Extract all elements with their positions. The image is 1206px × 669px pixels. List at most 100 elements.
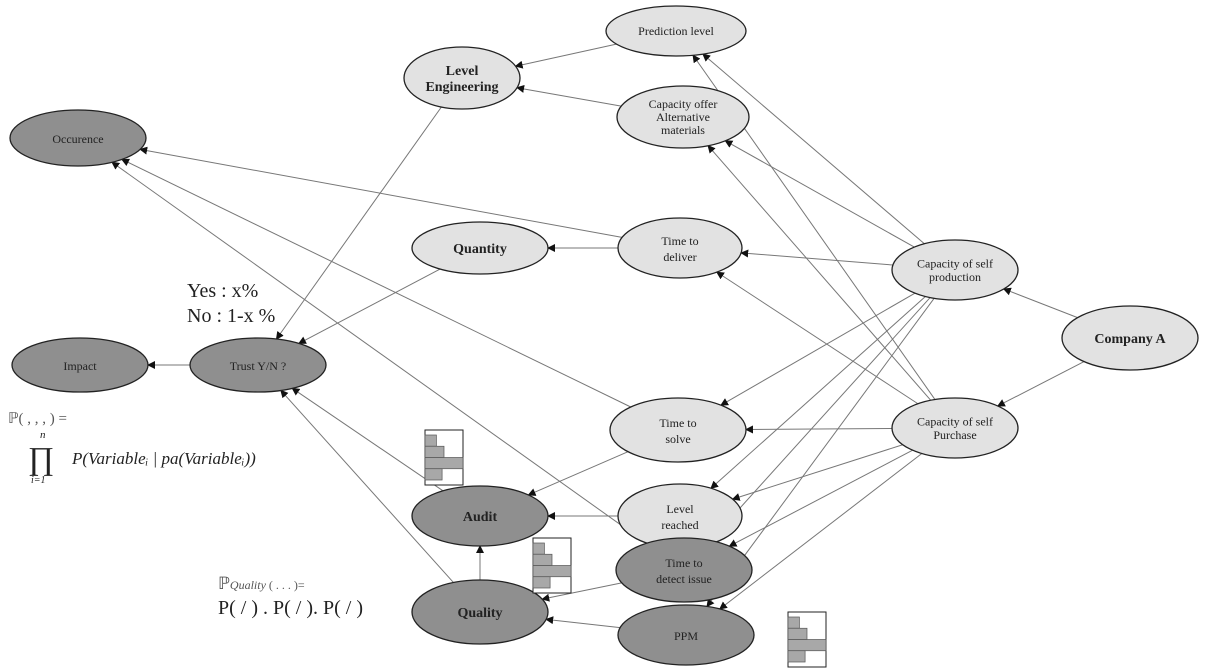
edge-prediction-to-level_eng — [514, 43, 617, 69]
node-quantity[interactable]: Quantity — [411, 221, 549, 275]
histogram-bar — [532, 553, 553, 566]
node-label: Capacity of self — [917, 256, 993, 270]
histogram-bar — [787, 650, 806, 663]
histogram-bar — [532, 576, 551, 589]
histogram-bar — [787, 616, 800, 629]
node-audit[interactable]: Audit — [411, 485, 549, 547]
node-label: Company A — [1094, 332, 1166, 347]
edge-self_purch-to-time_solve — [744, 425, 893, 434]
node-time-detect[interactable]: Time to detect issue — [615, 537, 753, 603]
node-label: Level — [666, 502, 694, 516]
edge-audit-to-trust — [291, 387, 444, 492]
node-label: Quantity — [453, 242, 507, 257]
node-label: Engineering — [425, 80, 498, 95]
node-label: solve — [665, 432, 690, 446]
node-level-reached[interactable]: Level reached — [617, 483, 743, 549]
joint-probability-rhs: P(Variableᵢ | pa(Variableᵢ)) — [72, 449, 256, 468]
node-label: materials — [661, 123, 705, 137]
histogram-bar — [424, 445, 445, 458]
node-label: detect issue — [656, 572, 712, 586]
node-label: Alternative — [656, 110, 710, 124]
node-label: Capacity of self — [917, 414, 993, 428]
node-label: Time to — [665, 556, 702, 570]
histogram-bar — [424, 457, 464, 470]
edge-time_solve-to-audit — [527, 451, 629, 496]
edge-cap_offer-to-level_eng — [516, 84, 622, 107]
histogram-icon — [532, 537, 572, 594]
histogram-bar — [532, 542, 545, 555]
edge-self_prod-to-time_detect — [709, 297, 931, 542]
histogram-bar — [424, 468, 443, 481]
edge-self_prod-to-level_reached — [710, 296, 926, 489]
node-trust[interactable]: Trust Y/N ? — [189, 337, 327, 393]
quality-probability-lhs: ℙQuality ( . . . )= — [218, 574, 305, 595]
node-label: Purchase — [933, 428, 976, 442]
node-label: Impact — [63, 359, 97, 373]
edge-self_purch-to-ppm — [719, 453, 923, 610]
edges — [111, 43, 1085, 629]
joint-product-symbol: ∏ — [28, 440, 55, 476]
node-impact[interactable]: Impact — [11, 337, 149, 393]
node-label: Level — [446, 64, 479, 79]
histogram-bar — [424, 434, 437, 447]
trust-no-label: No : 1-x % — [187, 305, 276, 327]
quality-probability-rhs: P( / ) . P( / ). P( / ) — [218, 597, 363, 619]
edge-quantity-to-trust — [298, 268, 441, 344]
histogram-icon — [424, 429, 464, 486]
quality-p-symbol: ℙ — [218, 574, 230, 593]
histogram-bar — [532, 565, 572, 578]
edge-company-to-self_prod — [1002, 287, 1078, 319]
node-label: Capacity offer — [649, 97, 718, 111]
node-label: production — [929, 270, 981, 284]
quality-args: ( . . . )= — [265, 578, 305, 592]
edge-level_eng-to-trust — [275, 106, 442, 340]
edge-time_detect-to-quality — [541, 582, 622, 602]
node-label: Quality — [457, 606, 502, 621]
edge-self_purch-to-time_deliver — [716, 271, 919, 405]
node-prediction[interactable]: Prediction level — [605, 5, 747, 57]
trust-yes-label: Yes : x% — [187, 280, 259, 302]
joint-n: n — [40, 429, 46, 441]
histogram-icon — [787, 611, 827, 668]
node-label: Time to — [659, 416, 696, 430]
edge-quality-to-trust — [280, 389, 454, 583]
node-label: Occurence — [52, 132, 103, 146]
quality-subscript: Quality — [229, 578, 266, 592]
node-occurence[interactable]: Occurence — [9, 109, 147, 167]
edge-ppm-to-quality — [545, 616, 621, 629]
node-label: PPM — [674, 629, 698, 643]
node-label: Audit — [463, 510, 498, 525]
edge-time_deliver-to-occurence — [139, 146, 623, 238]
node-company[interactable]: Company A — [1061, 305, 1199, 371]
edge-self_prod-to-time_solve — [720, 292, 916, 406]
node-label: reached — [661, 518, 698, 532]
edge-self_prod-to-cap_offer — [724, 140, 915, 248]
histogram-bar — [787, 627, 808, 640]
edge-self_prod-to-prediction — [702, 53, 925, 245]
node-time-solve[interactable]: Time to solve — [609, 397, 747, 463]
edge-self_purch-to-time_detect — [728, 449, 913, 547]
histogram-bar — [787, 639, 827, 652]
joint-probability-lhs: ℙ( , , , ) = — [8, 411, 67, 427]
edge-self_purch-to-level_reached — [731, 444, 903, 501]
edge-time_detect-to-occurence — [111, 161, 647, 544]
node-quality[interactable]: Quality — [411, 579, 549, 645]
node-label: Time to — [661, 234, 698, 248]
node-label: Prediction level — [638, 24, 714, 38]
edge-self_purch-to-cap_offer — [707, 144, 932, 401]
edge-company-to-self_purch — [996, 361, 1085, 407]
edge-time_solve-to-occurence — [121, 158, 631, 408]
node-time-deliver[interactable]: Time to deliver — [617, 217, 743, 279]
node-label: Trust Y/N ? — [230, 359, 286, 373]
joint-index: i=1 — [31, 475, 46, 486]
histograms — [424, 429, 827, 668]
node-label: deliver — [663, 250, 696, 264]
node-ppm[interactable]: PPM — [617, 604, 755, 666]
edge-self_prod-to-time_deliver — [740, 249, 893, 266]
